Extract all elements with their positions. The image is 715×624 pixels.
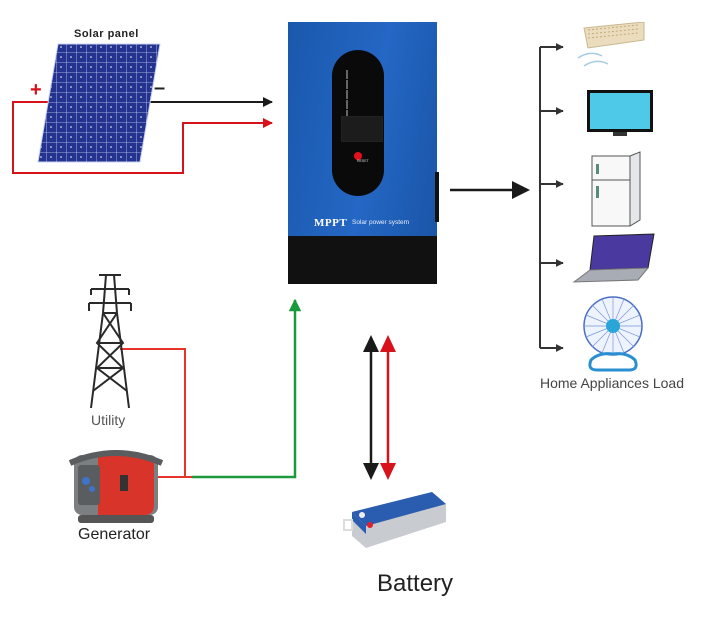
battery-icon — [343, 492, 446, 548]
ac-input-wire — [192, 298, 302, 479]
battery-label: Battery — [377, 570, 454, 597]
indicator-light — [346, 100, 374, 109]
battery-negative-arrow-up — [363, 335, 379, 352]
positive-terminal-label: + — [30, 79, 42, 101]
solar-panel-label: Solar panel — [74, 28, 139, 40]
indicator-light — [346, 110, 374, 119]
refrigerator-icon — [591, 151, 641, 227]
home-appliances-label: Home Appliances Load — [540, 375, 684, 391]
inverter-subtitle: Solar power system — [352, 219, 410, 226]
reset-button-label: RESET — [357, 159, 369, 163]
indicator-light — [346, 70, 374, 79]
generator-icon — [68, 450, 164, 523]
output-arrow — [512, 181, 530, 199]
battery-negative-arrow-down — [363, 463, 379, 480]
inverter-brand-text: MPPT — [314, 217, 348, 229]
lcd-screen — [341, 116, 383, 142]
negative-terminal-label: – — [154, 77, 166, 99]
laptop-icon — [572, 233, 655, 283]
generator-label: Generator — [78, 526, 151, 543]
utility-wire — [120, 348, 186, 477]
air-conditioner-icon — [577, 22, 645, 67]
battery-positive-arrow-up — [380, 335, 396, 352]
reset-button[interactable] — [354, 152, 362, 160]
antenna — [435, 172, 439, 222]
indicator-light — [346, 90, 374, 99]
battery-positive-arrow-down — [380, 463, 396, 480]
fan-icon — [583, 296, 643, 372]
indicator-light — [346, 80, 374, 89]
utility-label: Utility — [91, 412, 126, 428]
utility-tower-icon — [88, 274, 132, 408]
television-icon — [587, 90, 653, 136]
indicator-lights — [346, 70, 374, 119]
inverter-unit — [288, 22, 439, 284]
inverter-base — [288, 236, 437, 284]
solar-panel-icon — [37, 43, 161, 163]
solar-positive-wire — [12, 101, 273, 174]
